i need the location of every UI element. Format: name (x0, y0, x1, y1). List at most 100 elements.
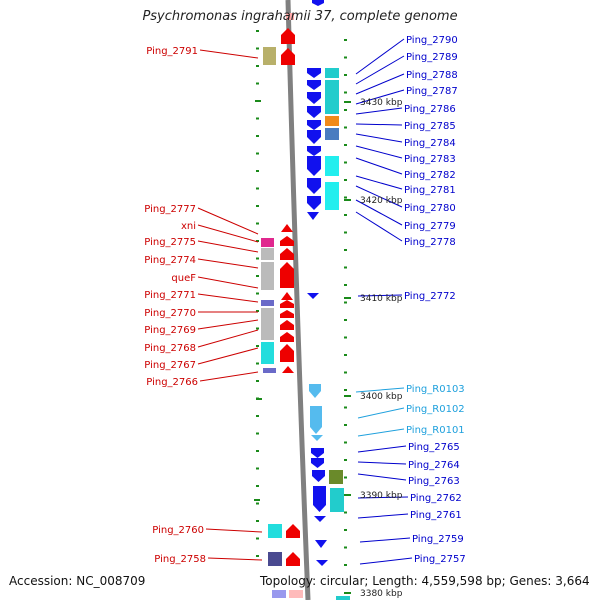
reverse-gene-arrow (307, 80, 321, 90)
gene-label-right: Ping_2780 (404, 203, 456, 214)
label-connector (355, 185, 403, 208)
tick-mark (344, 196, 347, 199)
label-connector (199, 49, 259, 59)
gene-label-left: Ping_2760 (152, 525, 204, 536)
tick-mark (256, 170, 259, 172)
tick-mark (344, 144, 347, 146)
gene-label-right: Ping_2782 (404, 170, 456, 181)
gene-label-right: Ping_2778 (404, 237, 456, 248)
gene-function-box (325, 128, 339, 140)
gene-label-left: Ping_2766 (146, 377, 198, 388)
label-connector (197, 224, 259, 243)
tick-mark (344, 371, 347, 374)
tick-mark (344, 56, 347, 59)
label-connector (357, 461, 407, 465)
major-tick-mark (344, 297, 351, 299)
reverse-gene-arrow (307, 178, 321, 194)
forward-gene-arrow (280, 332, 294, 342)
gene-label-right: Ping_2785 (404, 121, 456, 132)
tick-mark (344, 249, 347, 251)
forward-gene-arrow (281, 292, 293, 300)
label-connector (355, 175, 403, 190)
tick-mark (344, 74, 347, 76)
gene-function-box (336, 596, 350, 600)
tick-mark (256, 520, 259, 522)
tick-mark (256, 485, 259, 487)
tick-mark (344, 214, 347, 216)
label-connector (357, 294, 403, 297)
gene-labels: Ping_2791Ping_2777xniPing_2775Ping_2774q… (144, 35, 465, 565)
gene-function-box (268, 524, 282, 538)
forward-gene-arrow (280, 262, 294, 288)
scale-ticks (254, 30, 347, 566)
tick-mark (256, 82, 259, 85)
tick-mark (256, 415, 259, 417)
gene-function-box (261, 262, 274, 290)
gene-label-right: Ping_2783 (404, 154, 456, 165)
gene-label-right: Ping_2788 (406, 70, 458, 81)
label-connector (355, 123, 403, 126)
gene-label-right: Ping_2757 (414, 554, 466, 565)
label-connector (355, 38, 405, 75)
gene-label-right: Ping_2786 (404, 104, 456, 115)
forward-gene-arrow (281, 48, 295, 65)
gene-label-right: Ping_2763 (408, 476, 460, 487)
tick-mark (256, 450, 259, 452)
gene-function-box (325, 116, 339, 126)
forward-gene-arrow (280, 344, 294, 362)
major-tick-mark (255, 100, 261, 102)
page-title: Psychromonas ingrahamii 37, complete gen… (142, 9, 458, 24)
gene-function-box (261, 248, 274, 260)
tick-mark (344, 354, 347, 356)
tick-mark (256, 502, 259, 505)
reverse-gene-arrow (307, 212, 319, 220)
label-connector (359, 557, 413, 565)
tick-mark (344, 231, 347, 234)
gene-label-right: Ping_2790 (406, 35, 458, 46)
reverse-gene-arrow (310, 406, 322, 434)
tick-mark (344, 564, 347, 566)
tick-mark (256, 257, 259, 260)
tick-mark (344, 389, 347, 391)
label-connector (199, 371, 259, 382)
forward-gene-arrow (280, 300, 294, 308)
major-tick-mark (344, 592, 351, 594)
reverse-gene-arrow (309, 384, 321, 398)
label-connector (355, 199, 403, 226)
tick-mark (344, 406, 347, 409)
gene-label-left: Ping_2768 (144, 343, 196, 354)
rna-label-right: Ping_R0102 (406, 404, 465, 415)
gene-features (261, 0, 350, 600)
tick-mark (344, 319, 347, 321)
tick-mark (344, 126, 347, 129)
gene-label-right: Ping_2779 (404, 221, 456, 232)
gene-label-left: Ping_2769 (144, 325, 196, 336)
forward-gene-arrow (286, 552, 300, 566)
reverse-gene-arrow (311, 448, 324, 458)
major-tick-mark (344, 395, 351, 397)
tick-mark (344, 179, 347, 181)
label-connector (355, 73, 405, 95)
gene-label-right: Ping_2759 (412, 534, 464, 545)
label-connector (357, 407, 405, 419)
gene-function-box (261, 238, 274, 247)
reverse-gene-arrow (307, 196, 321, 210)
label-connector (197, 207, 259, 235)
gene-label-right: Ping_2772 (404, 291, 456, 302)
gene-function-box (263, 368, 276, 373)
tick-mark (256, 135, 259, 137)
tick-mark (344, 441, 347, 444)
reverse-gene-arrow (316, 560, 328, 566)
label-connector (355, 89, 405, 105)
gene-function-box (261, 342, 274, 364)
scale-label: 3410 kbp (360, 294, 403, 304)
label-connector (197, 240, 259, 253)
label-connector (197, 319, 259, 330)
tick-mark (344, 39, 347, 41)
tick-mark (256, 467, 259, 470)
major-tick-mark (344, 199, 351, 201)
forward-gene-arrow (286, 524, 300, 538)
label-connectors (197, 38, 413, 565)
tick-mark (256, 205, 259, 207)
